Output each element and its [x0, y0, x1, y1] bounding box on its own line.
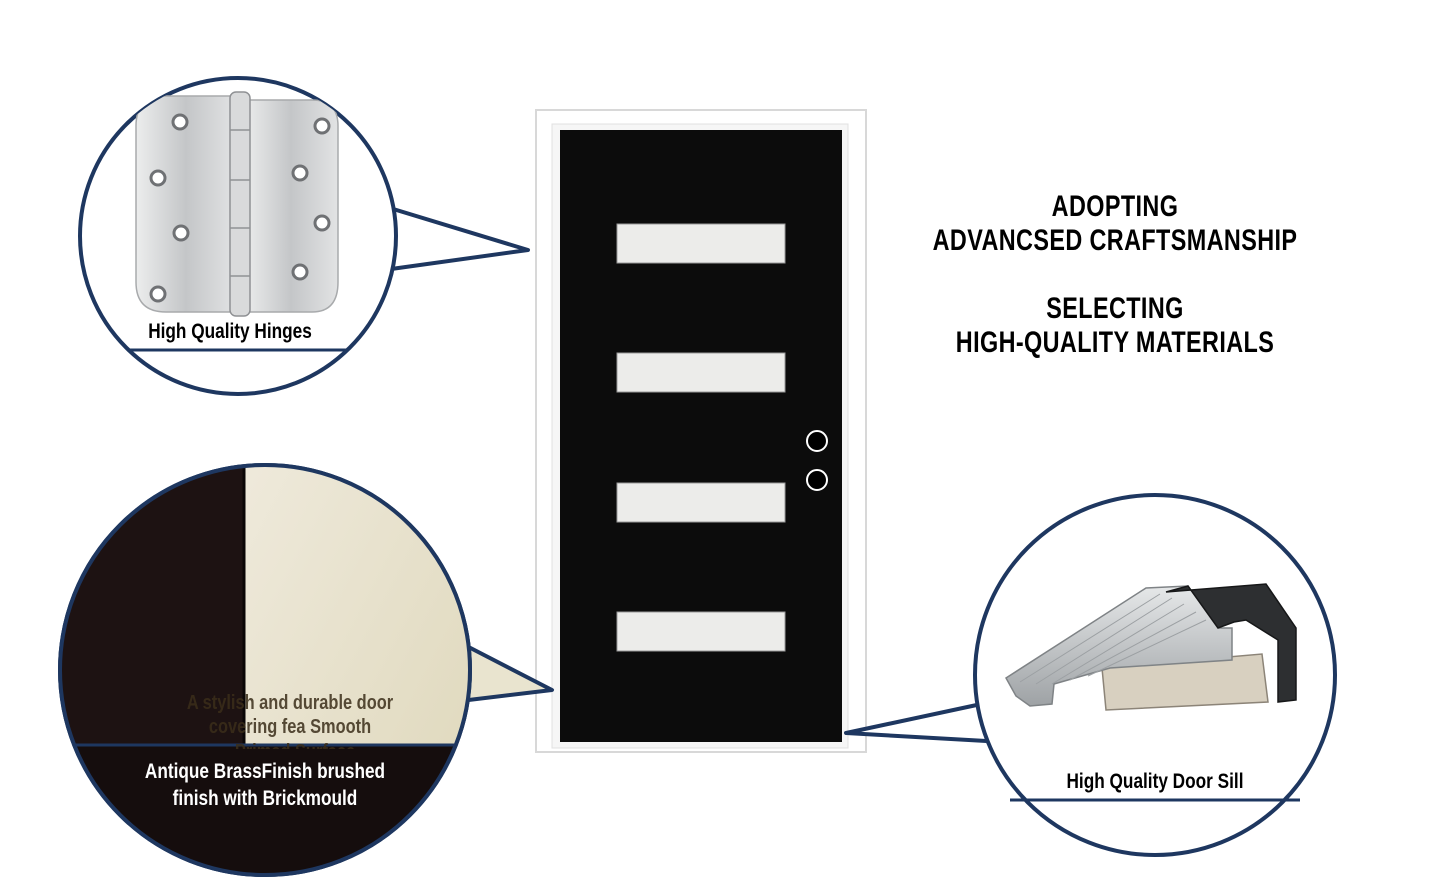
- glass-panel: [616, 482, 786, 523]
- callout-pointer: [369, 200, 530, 272]
- primed-surface-overlay: A stylish and durable door covering fea …: [163, 691, 417, 739]
- hinges-label: High Quality Hinges: [148, 320, 312, 343]
- headline-line-1: ADOPTING: [1051, 190, 1179, 223]
- overlay-line-2: covering fea Smooth: [208, 716, 372, 738]
- primed-surface-overlay-cutoff: Primed Surface: [184, 740, 405, 749]
- hinge-callout: [78, 76, 530, 396]
- headline-line-3: SELECTING: [1046, 292, 1184, 325]
- callout-pointer: [451, 638, 554, 704]
- sill-label: High Quality Door Sill: [1066, 770, 1244, 793]
- door-unit: [535, 109, 867, 753]
- glass-panel: [616, 611, 786, 652]
- finish-label-line-2: finish with Brickmould: [172, 787, 358, 810]
- finish-label-line-1: Antique BrassFinish brushed: [144, 760, 386, 783]
- sill-cap: [1165, 583, 1297, 703]
- overlay-line-1: A stylish and durable door: [186, 692, 394, 714]
- sill-callout: [844, 493, 1337, 857]
- headline-craftsmanship: ADOPTING ADVANCSED CRAFTSMANSHIP: [932, 190, 1299, 258]
- handle-bore: [806, 430, 828, 452]
- glass-panel: [616, 223, 786, 264]
- hinge-knuckle: [229, 91, 251, 317]
- headline-line-2: ADVANCSED CRAFTSMANSHIP: [932, 224, 1298, 257]
- finish-callout: [58, 463, 554, 877]
- headline-materials: SELECTING HIGH-QUALITY MATERIALS: [932, 292, 1299, 360]
- finish-label: Antique BrassFinish brushed finish with …: [117, 758, 412, 812]
- headline-line-4: HIGH-QUALITY MATERIALS: [955, 326, 1275, 359]
- hinge-leaf-left: [135, 95, 237, 313]
- sill-aluminum-tread: [1005, 585, 1233, 707]
- glass-panel: [616, 352, 786, 393]
- overlay-line-3: Primed Surface: [184, 740, 405, 749]
- deadbolt-bore: [806, 469, 828, 491]
- callout-pointer: [844, 698, 1005, 744]
